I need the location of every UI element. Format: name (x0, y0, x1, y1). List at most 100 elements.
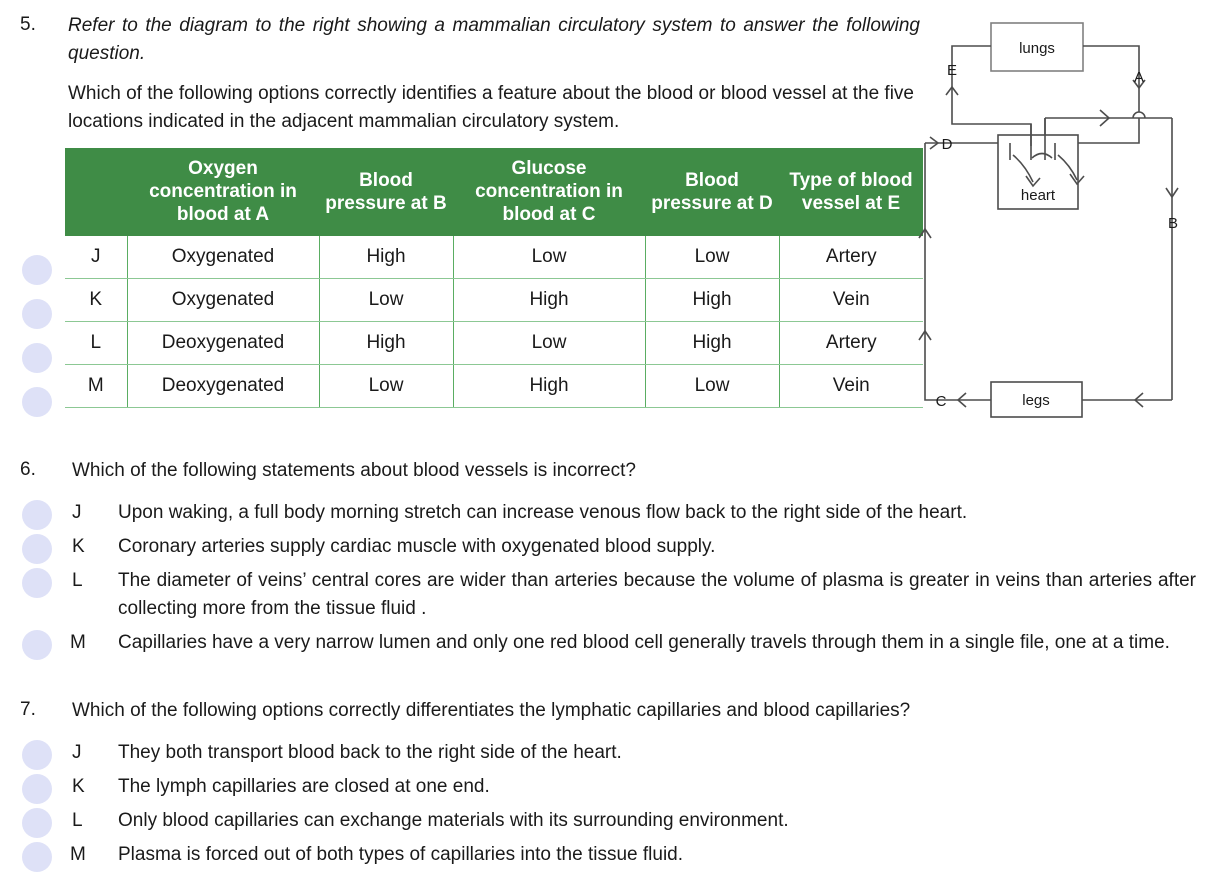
answer-bubble-m-q7[interactable] (22, 842, 52, 872)
arrow-right-d (929, 136, 940, 150)
option-text-k-q7[interactable]: The lymph capillaries are closed at one … (118, 776, 490, 797)
table-header-bp-d: Blood pressure at D (645, 148, 779, 236)
option-text-l-q6[interactable]: The diameter of veins’ central cores are… (118, 570, 1196, 619)
option-letter-k-q6: K (72, 536, 85, 557)
arrow-down-b (1165, 187, 1179, 199)
heart-box (997, 134, 1079, 210)
vein-return-left (924, 143, 930, 401)
option-letter-m-q6: M (70, 632, 86, 653)
lungs-label: lungs (1019, 40, 1055, 57)
option-text-k-q6[interactable]: Coronary arteries supply cardiac muscle … (118, 536, 716, 557)
heart-flow-arc-2 (1031, 152, 1053, 159)
row-letter: K (65, 278, 128, 322)
cell-vessel-e: Vein (779, 364, 923, 408)
answer-bubble-l-q7[interactable] (22, 808, 52, 838)
option-letter-m-q7: M (70, 844, 86, 865)
option-text-l-q7[interactable]: Only blood capillaries can exchange mate… (118, 810, 789, 831)
label-c: C (936, 393, 947, 410)
answer-bubble-j-q7[interactable] (22, 740, 52, 770)
pulmonary-artery-path-a (1083, 45, 1140, 104)
table-header-vessel-e: Type of blood vessel at E (779, 148, 923, 236)
option-text-m-q7[interactable]: Plasma is forced out of both types of ca… (118, 844, 684, 865)
cell-bp-b: High (319, 321, 454, 365)
option-letter-j-q7: J (72, 742, 82, 763)
label-a: A (1134, 69, 1144, 86)
answer-bubble-k-q7[interactable] (22, 774, 52, 804)
arrow-up-e (945, 85, 959, 96)
cell-bp-d: Low (645, 364, 780, 408)
arrow-head-h1 (1025, 175, 1041, 188)
cell-oxygen-a: Oxygenated (127, 278, 320, 322)
row-letter: J (65, 236, 128, 279)
answer-bubble-j-q5[interactable] (22, 255, 52, 285)
option-letter-l-q7: L (72, 810, 83, 831)
heart-flow-arc-1 (1012, 154, 1034, 183)
arrow-right-aorta (1099, 109, 1111, 127)
answer-bubble-l-q5[interactable] (22, 343, 52, 373)
cell-oxygen-a: Oxygenated (127, 236, 320, 279)
arrow-down-a (1132, 79, 1146, 90)
answer-bubble-j-q6[interactable] (22, 500, 52, 530)
row-letter: L (65, 321, 128, 365)
arrow-up-left-1 (918, 227, 932, 239)
option-text-m-q6[interactable]: Capillaries have a very narrow lumen and… (118, 632, 1170, 653)
cell-bp-b: Low (319, 364, 454, 408)
question-7-stem: Which of the following options correctly… (72, 700, 911, 721)
table-row[interactable]: M Deoxygenated Low High Low Vein (65, 364, 923, 408)
answer-bubble-m-q6[interactable] (22, 630, 52, 660)
legs-label: legs (1022, 392, 1050, 409)
cell-bp-b: High (319, 236, 454, 279)
table-header-glucose-c: Glucose concentration in blood at C (453, 148, 645, 236)
cell-glucose-c: Low (453, 321, 646, 365)
question-6-stem: Which of the following statements about … (72, 460, 636, 481)
cell-glucose-c: High (453, 364, 646, 408)
table-row[interactable]: J Oxygenated High Low Low Artery (65, 236, 923, 279)
cell-bp-b: Low (319, 278, 454, 322)
question-5-number: 5. (20, 14, 36, 35)
question-7-number: 7. (20, 699, 36, 720)
a-below-hop (1078, 118, 1140, 144)
label-b: B (1168, 215, 1178, 232)
cell-glucose-c: High (453, 278, 646, 322)
cell-oxygen-a: Deoxygenated (127, 321, 320, 365)
question-6-number: 6. (20, 459, 36, 480)
options-table: Oxygen concentration in blood at A Blood… (65, 148, 923, 408)
option-letter-k-q7: K (72, 776, 85, 797)
option-text-j-q6[interactable]: Upon waking, a full body morning stretch… (118, 502, 968, 523)
cell-bp-d: Low (645, 236, 780, 279)
arrow-left-legs-in (1133, 392, 1144, 408)
table-header-blank (65, 148, 127, 236)
cell-vessel-e: Vein (779, 278, 923, 322)
arrow-up-left-2 (918, 329, 932, 341)
question-5-stem: Which of the following options correctly… (68, 83, 914, 132)
heart-label: heart (1021, 187, 1056, 204)
answer-bubble-l-q6[interactable] (22, 568, 52, 598)
cell-glucose-c: Low (453, 236, 646, 279)
table-row[interactable]: K Oxygenated Low High High Vein (65, 278, 923, 322)
table-header-bp-b: Blood pressure at B (319, 148, 453, 236)
answer-bubble-k-q6[interactable] (22, 534, 52, 564)
label-e: E (947, 62, 957, 79)
label-d: D (942, 136, 953, 153)
cell-bp-d: High (645, 321, 780, 365)
answer-bubble-m-q5[interactable] (22, 387, 52, 417)
line-hop-bridge (1132, 111, 1146, 119)
cell-vessel-e: Artery (779, 236, 923, 279)
cell-vessel-e: Artery (779, 321, 923, 365)
arrow-left-c (956, 392, 967, 408)
row-letter: M (65, 364, 128, 408)
arrow-head-h3 (1069, 173, 1085, 186)
cell-bp-d: High (645, 278, 780, 322)
option-letter-l-q6: L (72, 570, 83, 591)
table-header-oxygen-a: Oxygen concentration in blood at A (127, 148, 319, 236)
heart-flow-arc-3 (1057, 154, 1078, 181)
table-header-row: Oxygen concentration in blood at A Blood… (65, 148, 923, 236)
table-row[interactable]: L Deoxygenated High Low High Artery (65, 321, 923, 365)
answer-bubble-k-q5[interactable] (22, 299, 52, 329)
circulatory-system-diagram: lungs heart legs A B C D E (918, 22, 1179, 418)
option-letter-j-q6: J (72, 502, 82, 523)
question-5-stem-italic: Refer to the diagram to the right showin… (68, 15, 920, 64)
cell-oxygen-a: Deoxygenated (127, 364, 320, 408)
lungs-box (990, 22, 1084, 72)
option-text-j-q7[interactable]: They both transport blood back to the ri… (118, 742, 622, 763)
